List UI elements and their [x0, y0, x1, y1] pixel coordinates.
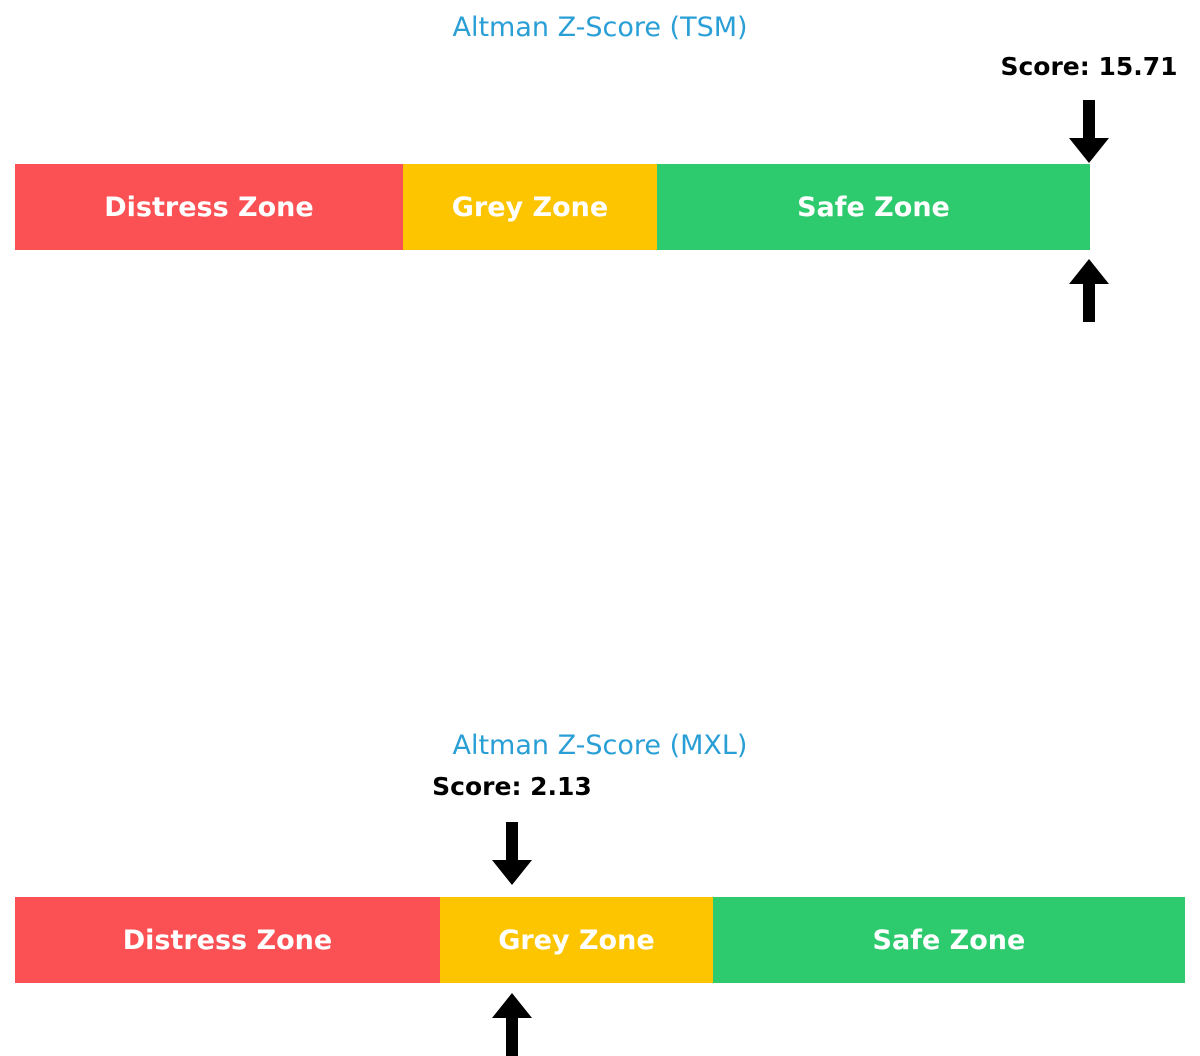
- zone-distress-mxl: Distress Zone: [15, 897, 440, 983]
- zone-label: Safe Zone: [797, 191, 950, 223]
- zone-label: Distress Zone: [104, 191, 314, 223]
- zone-bar-mxl: Distress Zone Grey Zone Safe Zone: [15, 897, 1185, 983]
- chart-panel-tsm: Altman Z-Score (TSM) Score: 15.71 Distre…: [0, 0, 1200, 360]
- zone-label: Grey Zone: [451, 191, 609, 223]
- score-label-tsm: Score: 15.71: [1000, 52, 1178, 81]
- score-marker-up-arrow-mxl: [486, 992, 538, 1056]
- zone-bar-tsm: Distress Zone Grey Zone Safe Zone: [15, 164, 1090, 250]
- zone-safe-mxl: Safe Zone: [712, 897, 1185, 983]
- chart-panel-mxl: Altman Z-Score (MXL) Score: 2.13 Distres…: [0, 360, 1200, 1056]
- zone-safe-tsm: Safe Zone: [656, 164, 1090, 250]
- score-marker-down-arrow-tsm: [1063, 100, 1115, 164]
- score-marker-up-arrow-tsm: [1063, 258, 1115, 322]
- score-marker-down-arrow-mxl: [486, 822, 538, 886]
- zone-grey-mxl: Grey Zone: [439, 897, 713, 983]
- zone-grey-tsm: Grey Zone: [402, 164, 657, 250]
- zone-distress-tsm: Distress Zone: [15, 164, 403, 250]
- chart-title-tsm: Altman Z-Score (TSM): [452, 12, 748, 43]
- zone-label: Distress Zone: [122, 924, 333, 956]
- chart-title-mxl: Altman Z-Score (MXL): [452, 730, 748, 761]
- score-label-mxl: Score: 2.13: [432, 772, 592, 801]
- zone-label: Grey Zone: [498, 924, 655, 956]
- zone-label: Safe Zone: [872, 924, 1026, 956]
